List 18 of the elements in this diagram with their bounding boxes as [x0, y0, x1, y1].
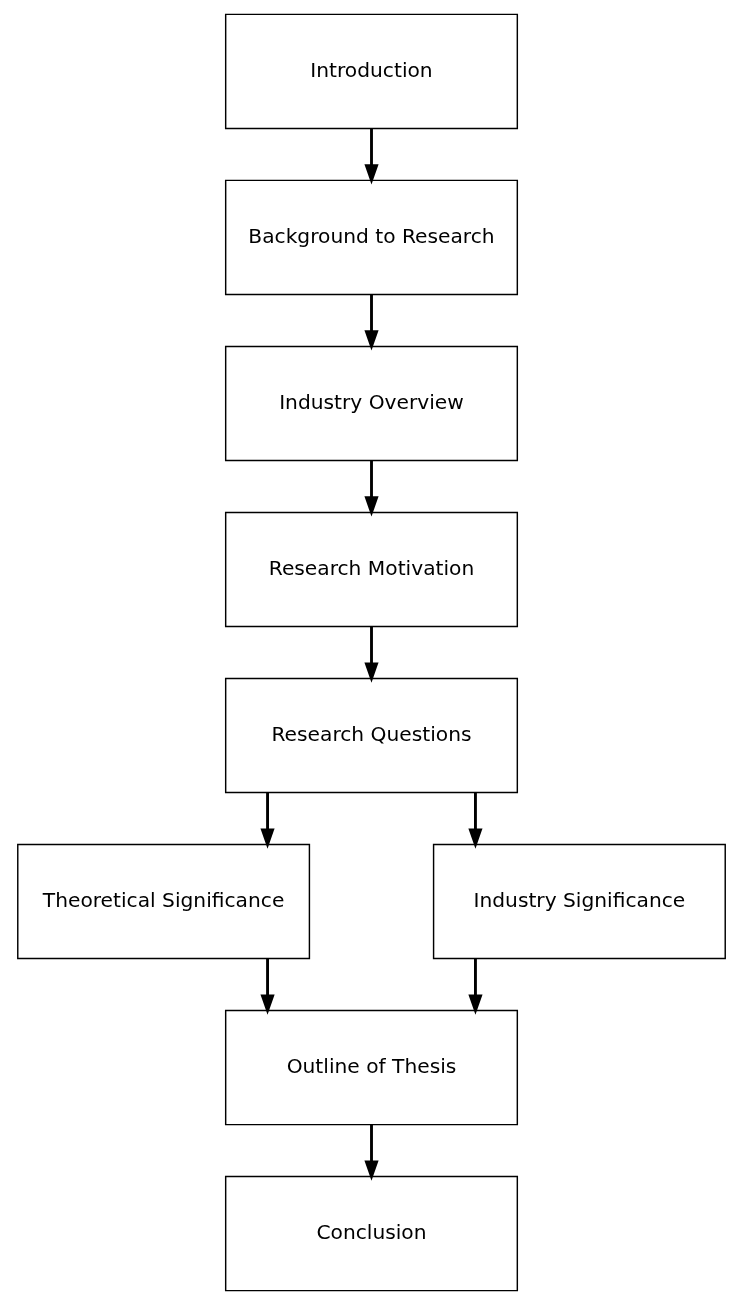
- node-box: Industry Significance: [432, 843, 726, 960]
- node-box: Conclusion: [224, 1175, 519, 1292]
- arrow: [260, 792, 275, 849]
- arrow: [364, 1124, 379, 1181]
- arrow: [364, 626, 379, 683]
- arrow: [260, 958, 275, 1015]
- node-box: Industry Overview: [224, 345, 519, 462]
- arrow: [364, 460, 379, 517]
- node-box: Introduction: [224, 13, 519, 130]
- arrow: [468, 792, 483, 849]
- node-box: Research Motivation: [224, 511, 519, 628]
- node-box: Research Questions: [224, 677, 519, 794]
- arrow: [364, 128, 379, 185]
- node-box: Theoretical Significance: [17, 843, 311, 960]
- arrow: [364, 294, 379, 351]
- node-box: Outline of Thesis: [224, 1009, 519, 1126]
- node-box: Background to Research: [224, 179, 519, 296]
- arrow: [468, 958, 483, 1015]
